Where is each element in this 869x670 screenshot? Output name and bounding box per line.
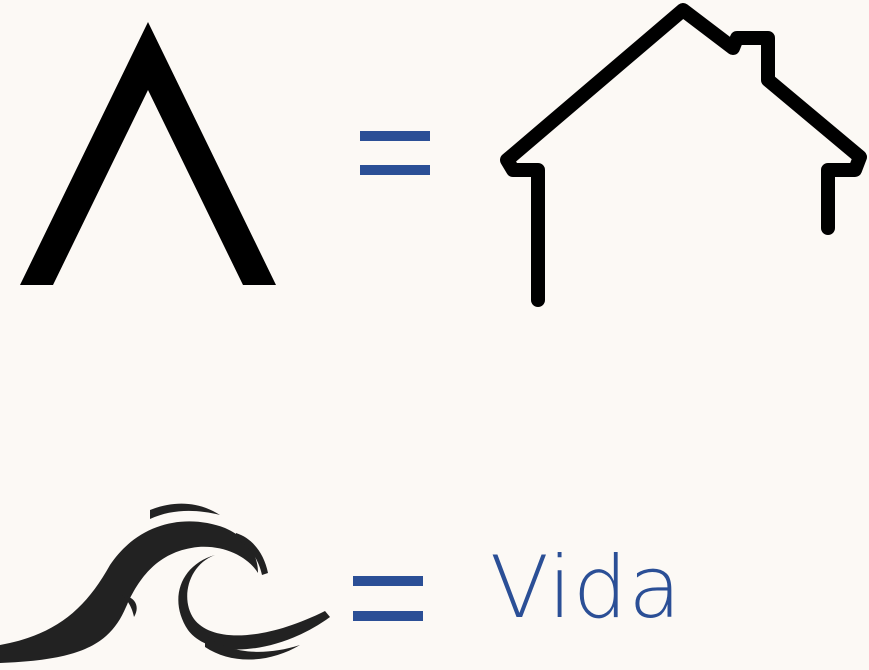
wave-icon [0,495,340,670]
equals-icon [355,125,435,185]
lambda-icon [0,0,300,300]
equals-icon [348,570,428,630]
result-word-vida: Vida [490,545,682,631]
house-icon [495,0,869,315]
